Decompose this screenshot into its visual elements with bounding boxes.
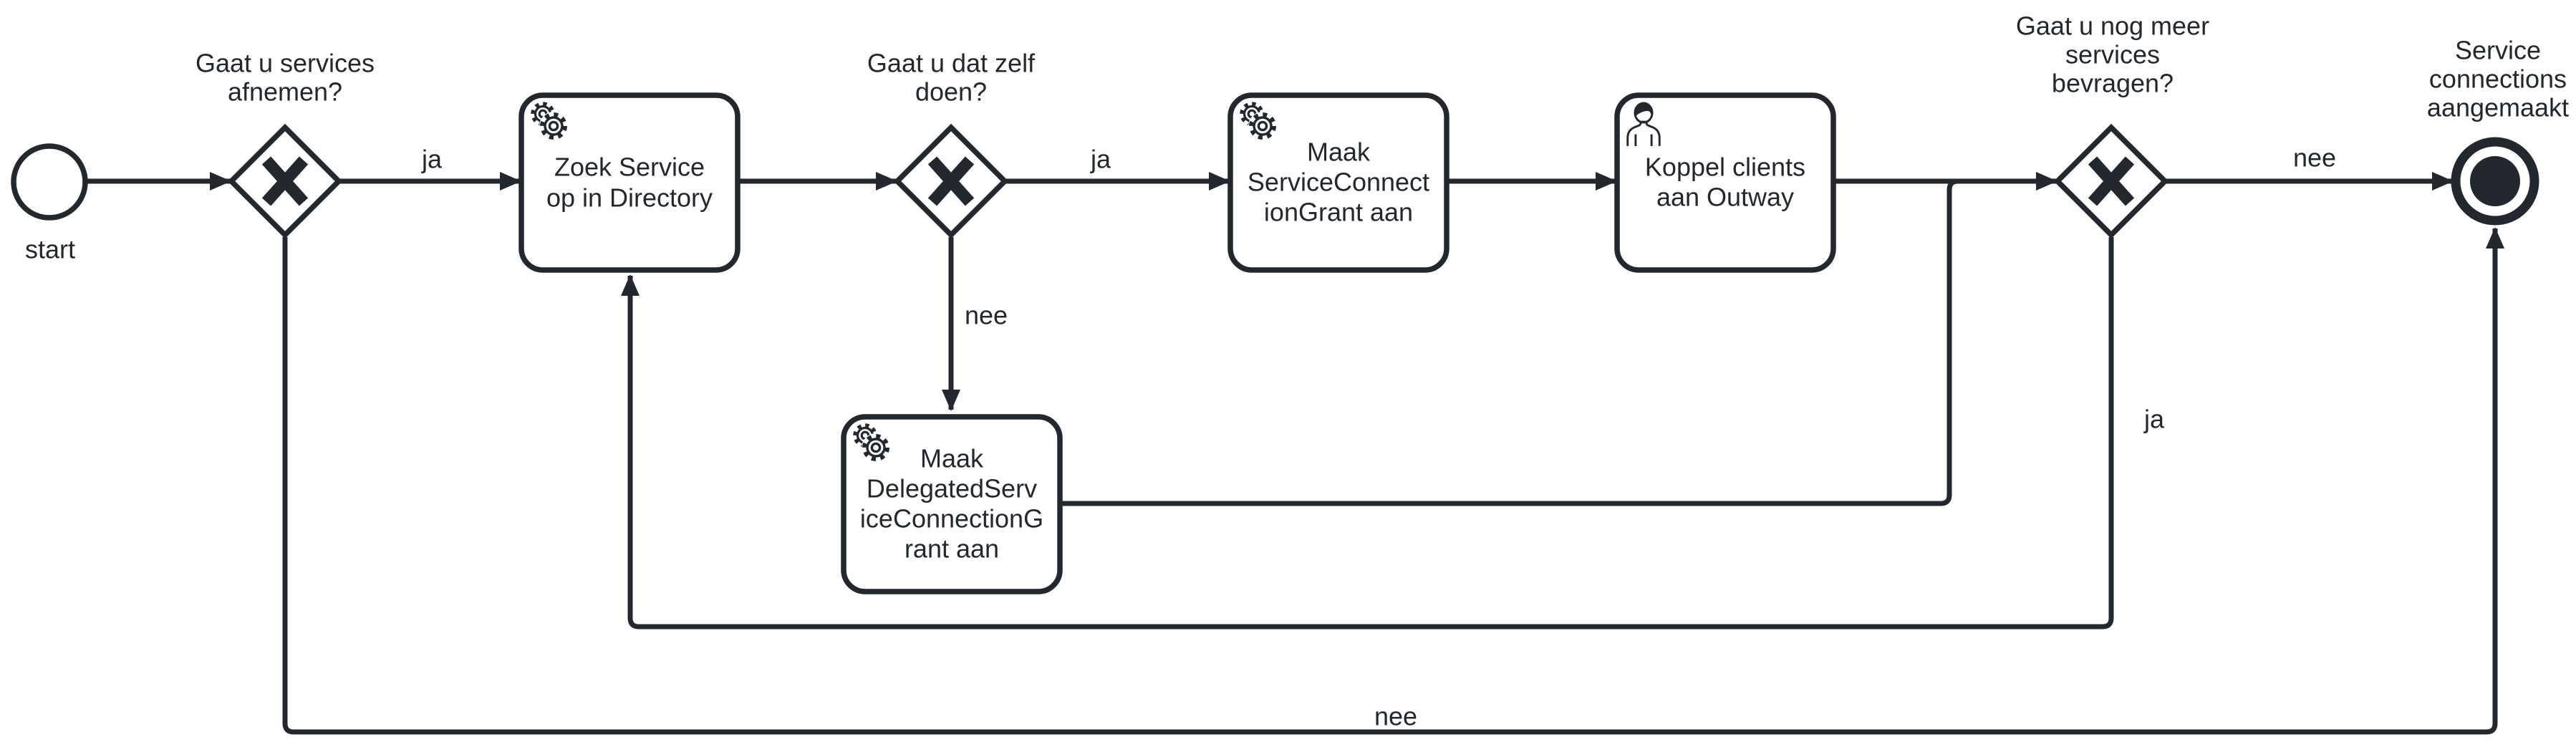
gateway-meer-services[interactable]: Gaat u nog meer services bevragen? — [2016, 11, 2209, 239]
exclusive-x-icon — [927, 156, 975, 206]
task-grant-label-line1: Maak — [1307, 138, 1371, 167]
task-grant-box[interactable] — [1227, 92, 1449, 273]
start-event[interactable]: start — [11, 143, 88, 264]
flow-label-gw1-ja: ja — [421, 145, 443, 174]
task-delegated-label-line3: iceConnectionG — [860, 504, 1043, 534]
flow-label-gw3-ja: ja — [2143, 405, 2165, 434]
task-maak-delegatedserviceconnectiongrant[interactable]: Maak DelegatedServ iceConnectionG rant a… — [841, 414, 1063, 594]
task-delegated-label-line1: Maak — [920, 444, 984, 473]
end-event-label-line1: Service — [2455, 36, 2541, 65]
task-delegated-label-line4: rant aan — [905, 534, 999, 564]
task-grant-label-line3: ionGrant aan — [1264, 198, 1413, 227]
task-koppel-box[interactable] — [1614, 92, 1836, 273]
gateway-zelf-doen[interactable]: Gaat u dat zelf doen? — [867, 49, 1036, 239]
gateway2-label-line2: doen? — [915, 77, 987, 107]
task-delegated-label-line2: DelegatedServ — [867, 474, 1037, 503]
flow-label-gw2-nee: nee — [965, 301, 1008, 330]
flow-label-gw3-nee: nee — [2293, 143, 2336, 173]
exclusive-x-icon — [2088, 156, 2135, 206]
flow-gateway3-ja-loop-to-task-zoek — [621, 237, 2114, 630]
flow-gateway1-nee-to-end — [282, 227, 2504, 735]
flow-label-gw2-ja: ja — [1090, 145, 1111, 174]
task-grant-label-line2: ServiceConnect — [1248, 168, 1429, 197]
task-zoek-label-line2: op in Directory — [546, 183, 713, 213]
task-zoek-service[interactable]: Zoek Service op in Directory — [518, 92, 741, 273]
end-event-label-line2: connections — [2429, 64, 2567, 94]
start-event-label: start — [25, 235, 75, 264]
task-delegated-box[interactable] — [841, 414, 1063, 594]
task-koppel-label-line1: Koppel clients — [1645, 153, 1805, 182]
gateway-services-afnemen[interactable]: Gaat u services afnemen? — [196, 49, 375, 239]
task-koppel-clients[interactable]: Koppel clients aan Outway — [1614, 92, 1836, 273]
task-zoek-label-line1: Zoek Service — [554, 153, 705, 182]
end-event-label-line3: aangemaakt — [2427, 93, 2569, 122]
gateway1-label-line2: afnemen? — [228, 77, 342, 107]
gateway1-label-line1: Gaat u services — [196, 49, 375, 78]
exclusive-x-icon — [261, 156, 309, 206]
task-maak-serviceconnectiongrant[interactable]: Maak ServiceConnect ionGrant aan — [1227, 92, 1449, 273]
start-event-circle[interactable] — [11, 143, 88, 221]
end-event[interactable]: Service connections aangemaakt — [2427, 36, 2569, 226]
end-event-fill — [2470, 156, 2520, 206]
gateway3-label-line1: Gaat u nog meer — [2016, 11, 2209, 41]
task-zoek-service-box[interactable] — [518, 92, 741, 273]
task-koppel-label-line2: aan Outway — [1656, 183, 1794, 212]
gateway2-label-line1: Gaat u dat zelf — [867, 49, 1036, 78]
gateway3-label-line2: services — [2065, 40, 2160, 69]
flow-label-gw1-nee: nee — [1374, 702, 1417, 731]
flow-task-delegated-to-gateway3 — [1061, 178, 2010, 506]
gateway3-label-line3: bevragen? — [2052, 69, 2174, 98]
